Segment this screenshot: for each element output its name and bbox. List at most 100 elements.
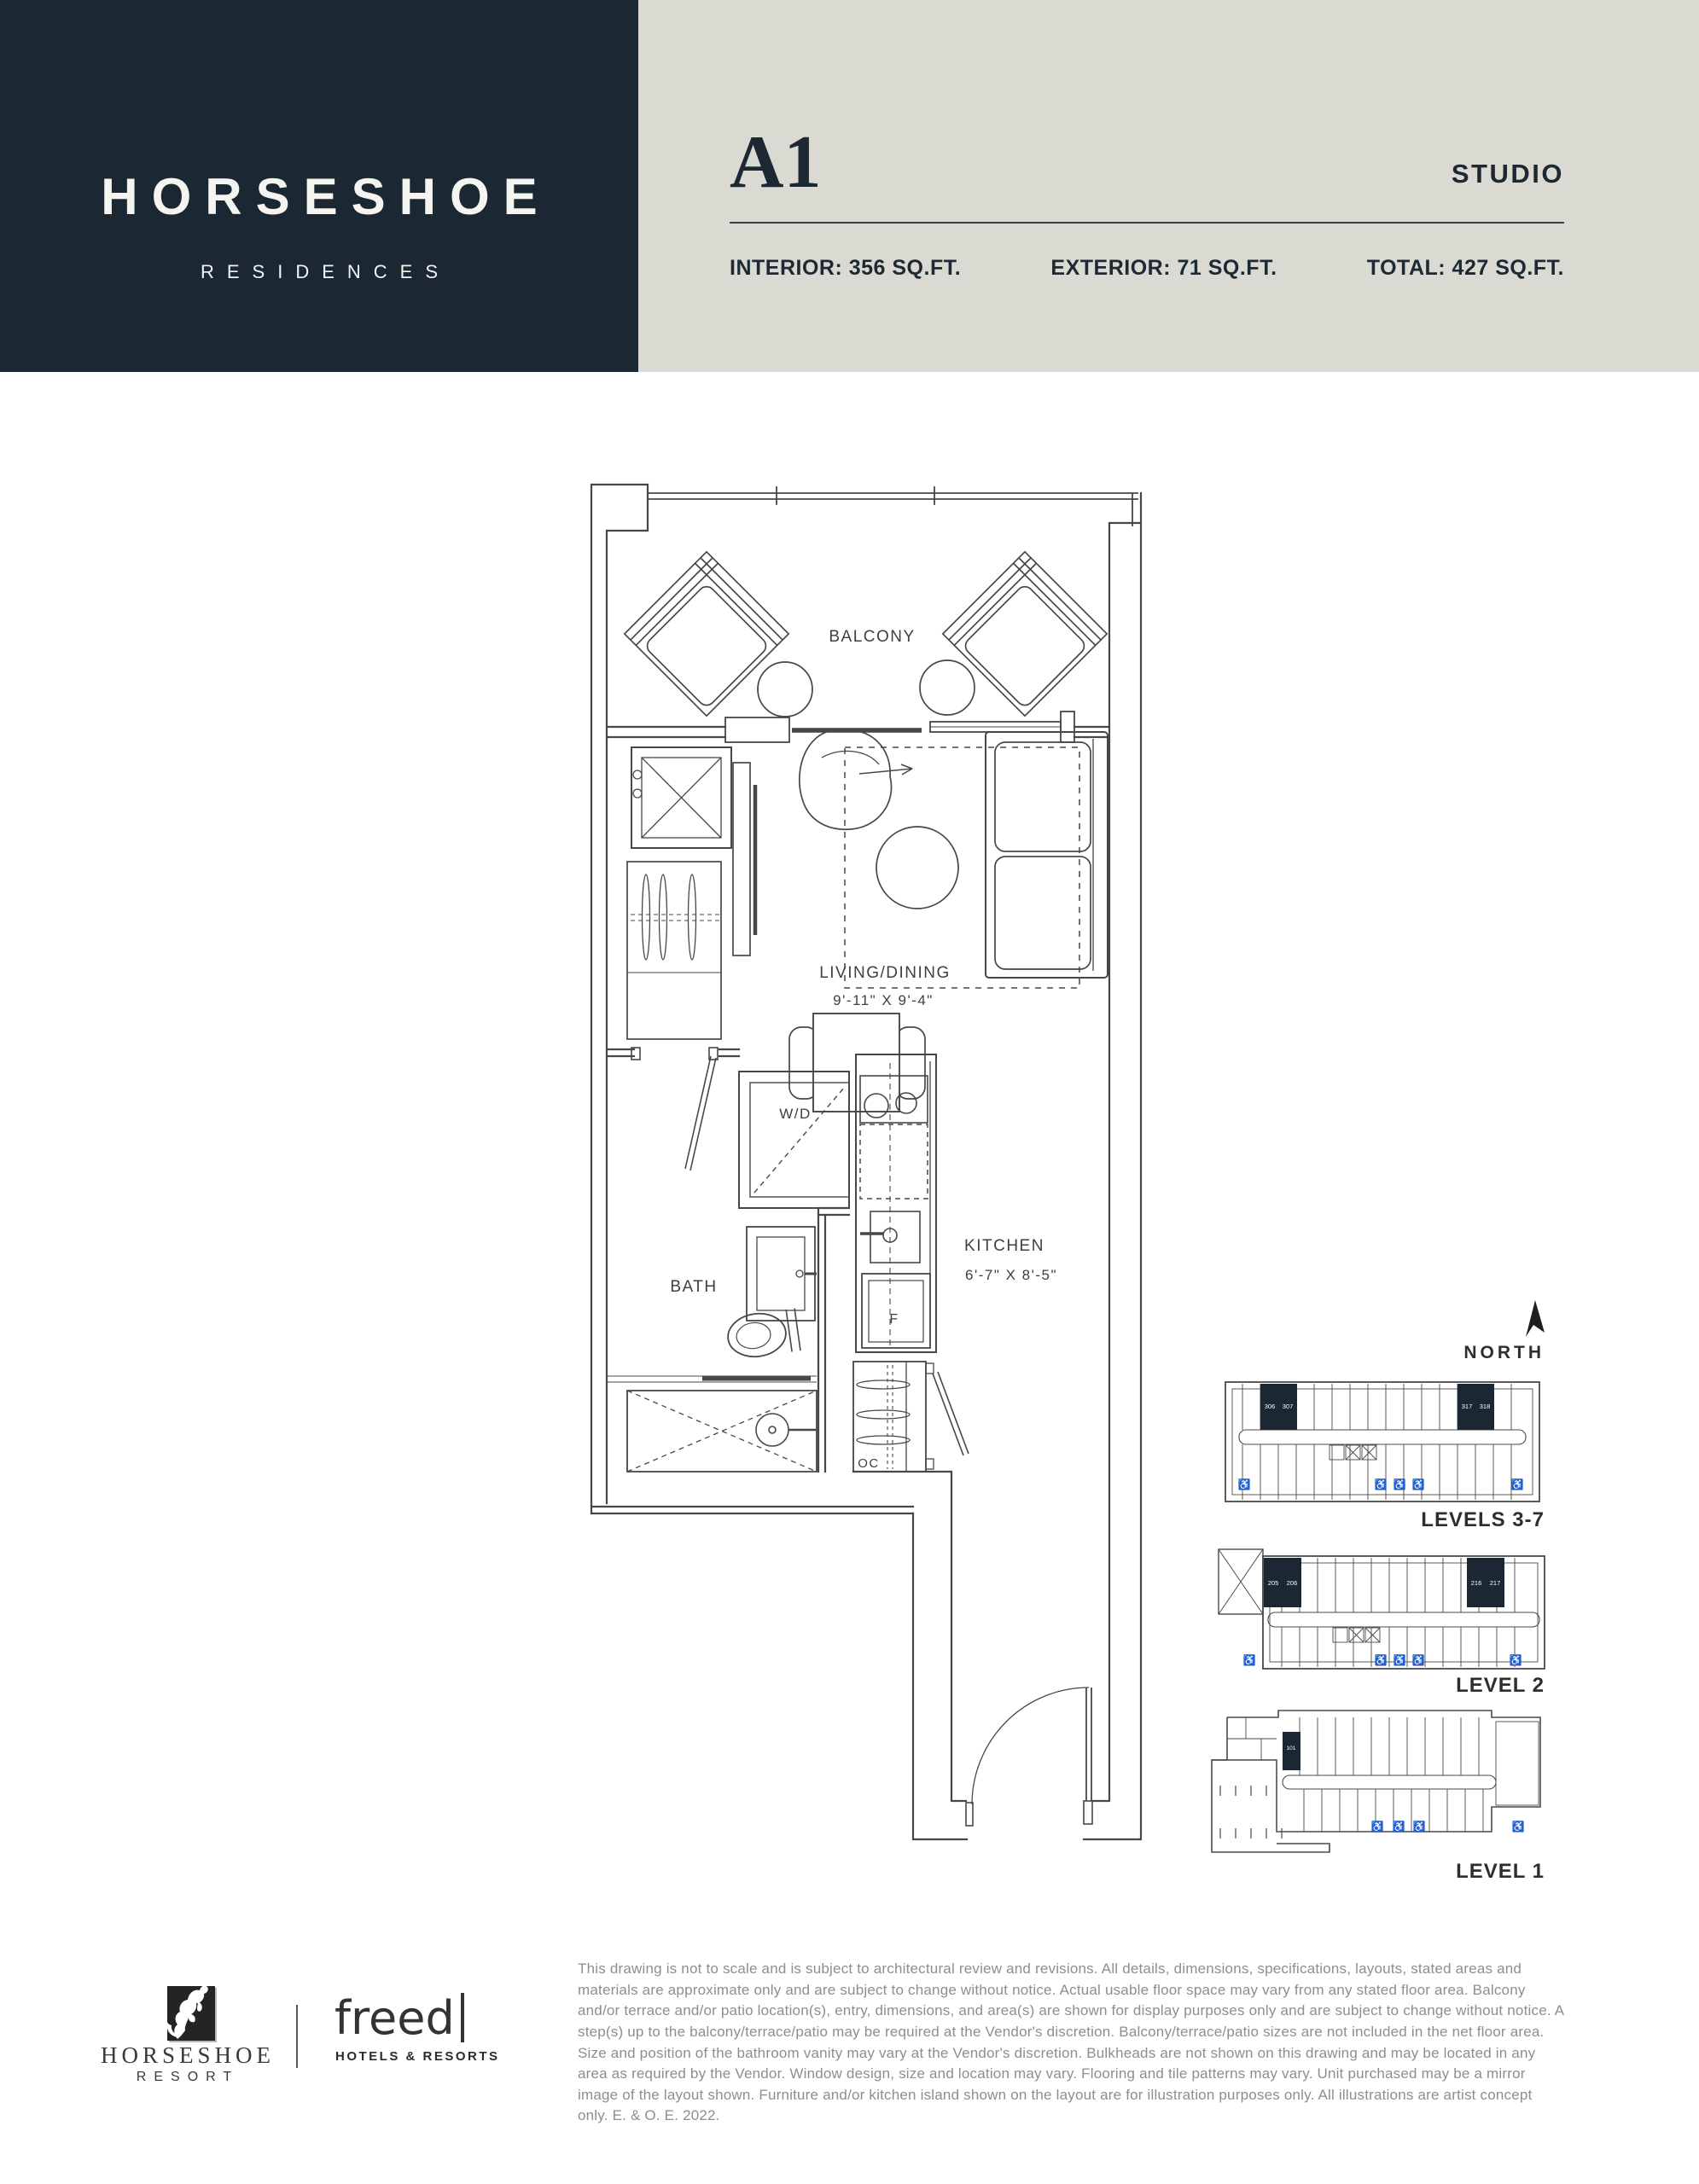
unit-number: 205 [1268,1579,1279,1587]
keyplan-label-level-1: LEVEL 1 [1456,1860,1545,1883]
living-dining-dims: 9'-11" X 9'-4" [833,992,934,1008]
unit-floorplan-drawing: BALCONY LIVING/DINING 9'-11" X 9'-4" KIT… [590,483,1143,1841]
svg-text:♿: ♿ [1371,1821,1384,1833]
brand-subname: RESIDENCES [200,261,451,282]
kitchen-label: KITCHEN [964,1237,1044,1255]
balcony-side-table-right [919,659,975,716]
area-stats-row: INTERIOR: 356 SQ.FT. EXTERIOR: 71 SQ.FT.… [730,256,1564,281]
closet-door-leaf [932,1371,969,1456]
dining-chair-right [895,1026,926,1100]
svg-text:♿: ♿ [1510,1654,1522,1666]
accessible-unit-icons: ♿♿ ♿♿ ♿ [1243,1654,1522,1666]
svg-text:♿: ♿ [1413,1821,1426,1833]
vanity [746,1226,817,1321]
resort-logo-sub: RESORT [136,2070,240,2084]
north-arrow-icon [1526,1300,1545,1337]
coat-rack [626,861,722,1040]
keyplan-label-levels-3-7: LEVELS 3-7 [1421,1508,1545,1531]
owners-closet [852,1361,969,1472]
highlight-unit-101 [1283,1732,1300,1770]
plan-walls [590,483,1143,1841]
unit-number: 216 [1471,1579,1482,1587]
balcony-furniture [623,550,1108,717]
bathroom-fixtures [607,1226,817,1472]
unit-number: 317 [1462,1403,1473,1410]
svg-text:♿: ♿ [1243,1654,1256,1666]
title-divider-rule [730,222,1564,224]
rug-outline [844,746,1080,989]
living-dining-label: LIVING/DINING [819,964,951,982]
sofa [985,731,1108,979]
entry-door [965,1687,1093,1827]
brand-name: HORSESHOE [101,168,551,225]
brand-header-block: HORSESHOE RESIDENCES [0,0,638,372]
svg-text:♿: ♿ [1394,1478,1406,1490]
keyplan-level-2: 205 206 216 217 ♿♿ ♿♿ ♿ [1218,1548,1545,1670]
fridge-label: F [889,1312,899,1327]
freed-logo-sub: HOTELS & RESORTS [335,2049,500,2064]
bath-label: BATH [670,1278,717,1296]
interior-area: INTERIOR: 356 SQ.FT. [730,256,962,280]
horseshoe-resort-horse-icon [165,1985,217,2042]
fridge [861,1273,931,1349]
legal-disclaimer: This drawing is not to scale and is subj… [578,1960,1564,2124]
toilet [727,1308,801,1358]
unit-number: 101 [1287,1745,1296,1751]
north-label: NORTH [1463,1343,1545,1362]
corridor [1267,1612,1540,1628]
kitchen-dims: 6'-7" X 8'-5" [965,1267,1057,1283]
keyplan-label-level-2: LEVEL 2 [1456,1674,1545,1697]
svg-text:♿: ♿ [1375,1654,1388,1666]
corridor [1282,1774,1497,1790]
highlight-units-205-206 [1264,1558,1301,1607]
entry-closet [631,746,732,849]
parking-stalls [1219,1786,1283,1838]
keyplan-levels-3-7: 306 307 317 318 ♿ ♿ ♿ ♿ ♿ [1225,1381,1540,1502]
freed-logo: freed [335,1991,464,2045]
svg-text:♿: ♿ [1393,1821,1405,1833]
corridor [1238,1429,1527,1445]
kitchen-sink [860,1211,921,1263]
dining-set [788,1013,926,1112]
svg-text:♿: ♿ [1511,1478,1524,1490]
kitchen-counter [855,1054,937,1353]
owners-closet-label: OC [858,1456,880,1471]
sliding-door [724,711,1075,775]
door-direction-arrow [858,764,913,775]
svg-text:♿: ♿ [1238,1478,1251,1490]
resort-logo-name: HORSESHOE [101,2042,276,2068]
svg-text:♿: ♿ [1375,1478,1388,1490]
balcony-chair-left [623,550,790,717]
bath-door [631,1047,719,1171]
burner-icon [864,1093,889,1118]
exterior-area: EXTERIOR: 71 SQ.FT. [1050,256,1277,280]
freed-logo-text: freed [335,1991,455,2045]
balcony-chair-right [941,550,1108,717]
burner-icon [895,1092,917,1114]
freed-logo-bar [460,1993,464,2042]
accessible-unit-icons: ♿ ♿ ♿ ♿ [1371,1821,1525,1833]
total-area: TOTAL: 427 SQ.FT. [1366,256,1564,280]
highlight-units-216-217 [1467,1558,1504,1607]
logo-divider [296,2005,298,2068]
door-swing-arc [971,1687,1090,1805]
unit-number: 306 [1265,1403,1276,1410]
lounge-chair [799,728,893,830]
unit-type: STUDIO [1451,159,1564,189]
shower [626,1390,817,1472]
living-furniture [626,728,1108,1040]
shower-glass [607,1375,817,1383]
unit-number: 217 [1490,1579,1501,1587]
svg-text:♿: ♿ [1394,1654,1406,1666]
svg-text:♿: ♿ [1512,1821,1525,1833]
unit-number: 318 [1480,1403,1491,1410]
unit-code: A1 [730,121,822,204]
unit-number: 307 [1283,1403,1294,1410]
washer-dryer-label: W/D [779,1106,812,1122]
svg-text:♿: ♿ [1412,1478,1425,1490]
highlight-units-306-307 [1260,1384,1297,1430]
balcony-label: BALCONY [829,628,915,646]
tv-console [732,762,758,956]
round-side-table [876,826,959,909]
